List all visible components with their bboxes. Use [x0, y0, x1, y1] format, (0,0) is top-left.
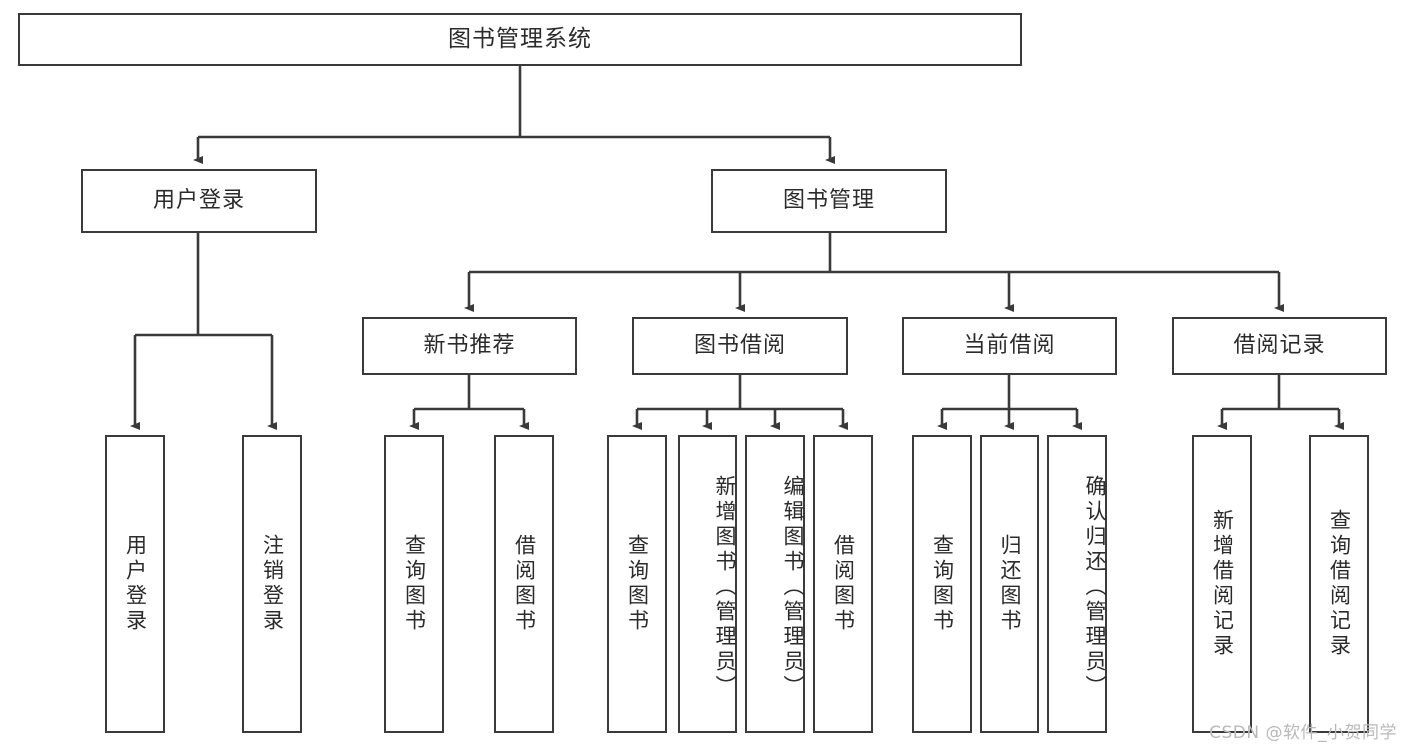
node-book-borrow[interactable]: 图书借阅 — [632, 317, 848, 375]
node-root-system[interactable]: 图书管理系统 — [18, 13, 1022, 66]
node-label: 借阅图书 — [512, 534, 537, 634]
node-label: 查询图书 — [402, 534, 427, 634]
leaf-new-book-borrow[interactable]: 借阅图书 — [494, 435, 554, 733]
node-label: 归还图书 — [998, 534, 1022, 634]
leaf-book-borrow-query[interactable]: 查询图书 — [607, 435, 667, 733]
node-new-book-recommend[interactable]: 新书推荐 — [362, 317, 577, 375]
node-label: 注销登录 — [260, 534, 285, 634]
leaf-book-borrow-borrow[interactable]: 借阅图书 — [813, 435, 873, 733]
node-label: 编辑图书（管理员） — [781, 474, 805, 700]
node-label: 新书推荐 — [423, 332, 516, 358]
node-label: 借阅图书 — [831, 534, 856, 634]
node-book-management[interactable]: 图书管理 — [711, 169, 947, 233]
leaf-current-borrow-return[interactable]: 归还图书 — [980, 435, 1039, 733]
node-label: 图书借阅 — [693, 332, 786, 358]
node-label: 用户登录 — [152, 187, 245, 213]
node-label: 借阅记录 — [1233, 332, 1326, 358]
node-label: 确认归还（管理员） — [1083, 474, 1107, 700]
leaf-current-borrow-query[interactable]: 查询图书 — [912, 435, 972, 733]
node-current-borrow[interactable]: 当前借阅 — [902, 317, 1117, 375]
node-label: 图书管理系统 — [448, 25, 592, 52]
leaf-book-borrow-add[interactable]: 新增图书（管理员） — [678, 435, 737, 733]
node-label: 当前借阅 — [963, 332, 1056, 358]
leaf-borrow-record-query[interactable]: 查询借阅记录 — [1309, 435, 1369, 733]
node-label: 查询图书 — [625, 534, 650, 634]
leaf-book-borrow-edit[interactable]: 编辑图书（管理员） — [745, 435, 805, 733]
node-label: 用户登录 — [123, 534, 148, 634]
node-borrow-record[interactable]: 借阅记录 — [1172, 317, 1387, 375]
watermark-text: CSDN @软件_小贺同学 — [1209, 723, 1397, 743]
node-label: 图书管理 — [782, 187, 875, 213]
leaf-user-login-login[interactable]: 用户登录 — [105, 435, 165, 733]
leaf-borrow-record-add[interactable]: 新增借阅记录 — [1192, 435, 1252, 733]
node-label: 查询图书 — [930, 534, 955, 634]
node-label: 新增借阅记录 — [1210, 509, 1235, 659]
leaf-user-login-logout[interactable]: 注销登录 — [242, 435, 302, 733]
node-user-login[interactable]: 用户登录 — [81, 169, 317, 233]
node-label: 查询借阅记录 — [1327, 509, 1352, 659]
leaf-new-book-query[interactable]: 查询图书 — [384, 435, 444, 733]
leaf-current-borrow-confirm-return[interactable]: 确认归还（管理员） — [1047, 435, 1107, 733]
node-label: 新增图书（管理员） — [713, 474, 737, 700]
